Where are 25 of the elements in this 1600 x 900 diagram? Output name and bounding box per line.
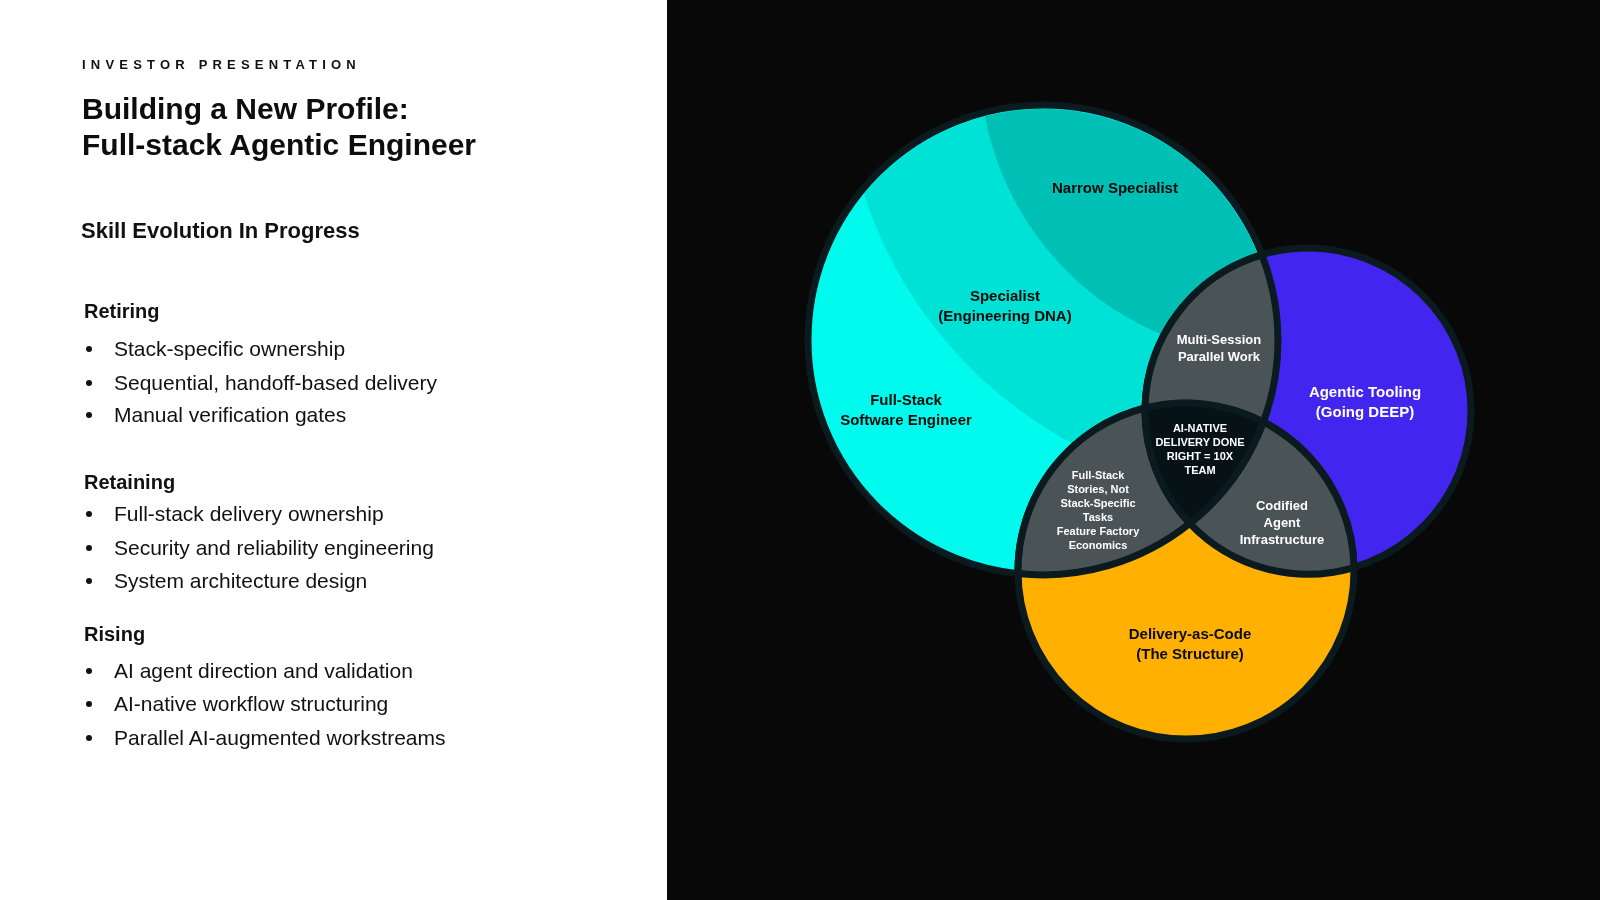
band-label: Specialist (Engineering DNA) xyxy=(937,286,1073,326)
bullet-text: Stack-specific ownership xyxy=(114,336,346,362)
circle-label: Full-Stack Software Engineer xyxy=(839,390,973,430)
circle-label: Delivery-as-Code (The Structure) xyxy=(1127,624,1253,664)
bullet-text: Parallel AI-augmented workstreams xyxy=(114,725,446,751)
subtitle: Skill Evolution In Progress xyxy=(81,217,360,245)
band-label: Narrow Specialist xyxy=(1052,178,1178,198)
center-label: AI-NATIVE DELIVERY DONE RIGHT = 10X TEAM xyxy=(1154,421,1246,477)
circle-label: Agentic Tooling (Going DEEP) xyxy=(1307,382,1423,422)
section-heading: Retiring xyxy=(84,299,160,324)
bullet-text: Security and reliability engineering xyxy=(114,535,434,561)
bullet-text: Manual verification gates xyxy=(114,402,347,428)
bullet-text: Full-stack delivery ownership xyxy=(114,501,384,527)
bullet-text: System architecture design xyxy=(114,568,368,594)
overlap-label: Multi-Session Parallel Work xyxy=(1175,331,1263,365)
overlap-label: Full-Stack Stories, Not Stack-Specific Tasks xyxy=(1059,468,1137,524)
bullet-text: AI agent direction and validation xyxy=(114,658,413,684)
section-heading: Rising xyxy=(84,622,146,647)
overlap-label: Codified Agent Infrastructure xyxy=(1239,496,1325,548)
overlap-label: Feature Factory Economics xyxy=(1055,524,1141,552)
bullet-text: Sequential, handoff-based delivery xyxy=(114,370,437,396)
section-heading: Retaining xyxy=(84,470,176,495)
bullet-text: AI-native workflow structuring xyxy=(114,691,389,717)
overline-text: INVESTOR PRESENTATION xyxy=(82,56,361,74)
slide-title: Building a New Profile: Full-stack Agentic Engineer xyxy=(82,91,477,163)
